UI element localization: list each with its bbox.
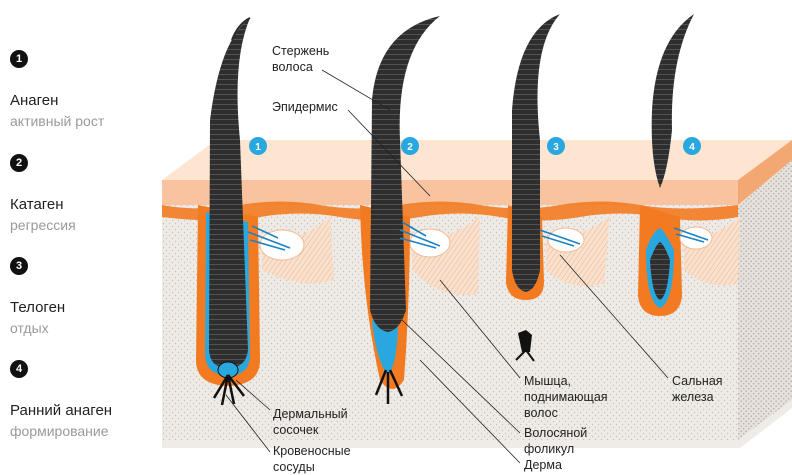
svg-text:3: 3 [553,142,559,153]
stage-number-badge: 1 [10,50,28,68]
svg-text:2: 2 [407,142,413,153]
stage-number-badge: 2 [10,154,28,172]
label-dermal-papilla-2: сосочек [273,423,319,437]
stage-name: Ранний анаген [10,402,112,419]
svg-text:1: 1 [255,142,261,153]
stage-name: Телоген [10,299,65,316]
stage-number-badge: 3 [10,257,28,275]
label-sebaceous-gland: Сальная [672,374,723,388]
label-follicle-2: фоликул [524,442,574,456]
label-muscle-2: поднимающая [524,390,608,404]
stage-description: активный рост [10,113,104,129]
label-dermis: Дерма [524,458,562,472]
stage-name: Катаген [10,196,64,213]
stage-description: формирование [10,423,109,439]
label-epidermis: Эпидермис [272,100,338,114]
label-hair-shaft-2: волоса [272,60,313,74]
label-sebaceous-gland-2: железа [672,390,714,404]
label-hair-shaft: Стержень [272,44,329,58]
label-blood-vessels-2: сосуды [273,460,315,474]
label-muscle: Мышца, [524,374,571,388]
svg-text:4: 4 [689,142,695,153]
stage-name: Анаген [10,92,58,109]
label-dermal-papilla: Дермальный [273,407,348,421]
stage-number-badge: 4 [10,360,28,378]
stage-description: регрессия [10,217,76,233]
label-follicle: Волосяной [524,426,587,440]
label-muscle-3: волос [524,406,558,420]
stage-description: отдых [10,320,49,336]
label-blood-vessels: Кровеносные [273,444,351,458]
